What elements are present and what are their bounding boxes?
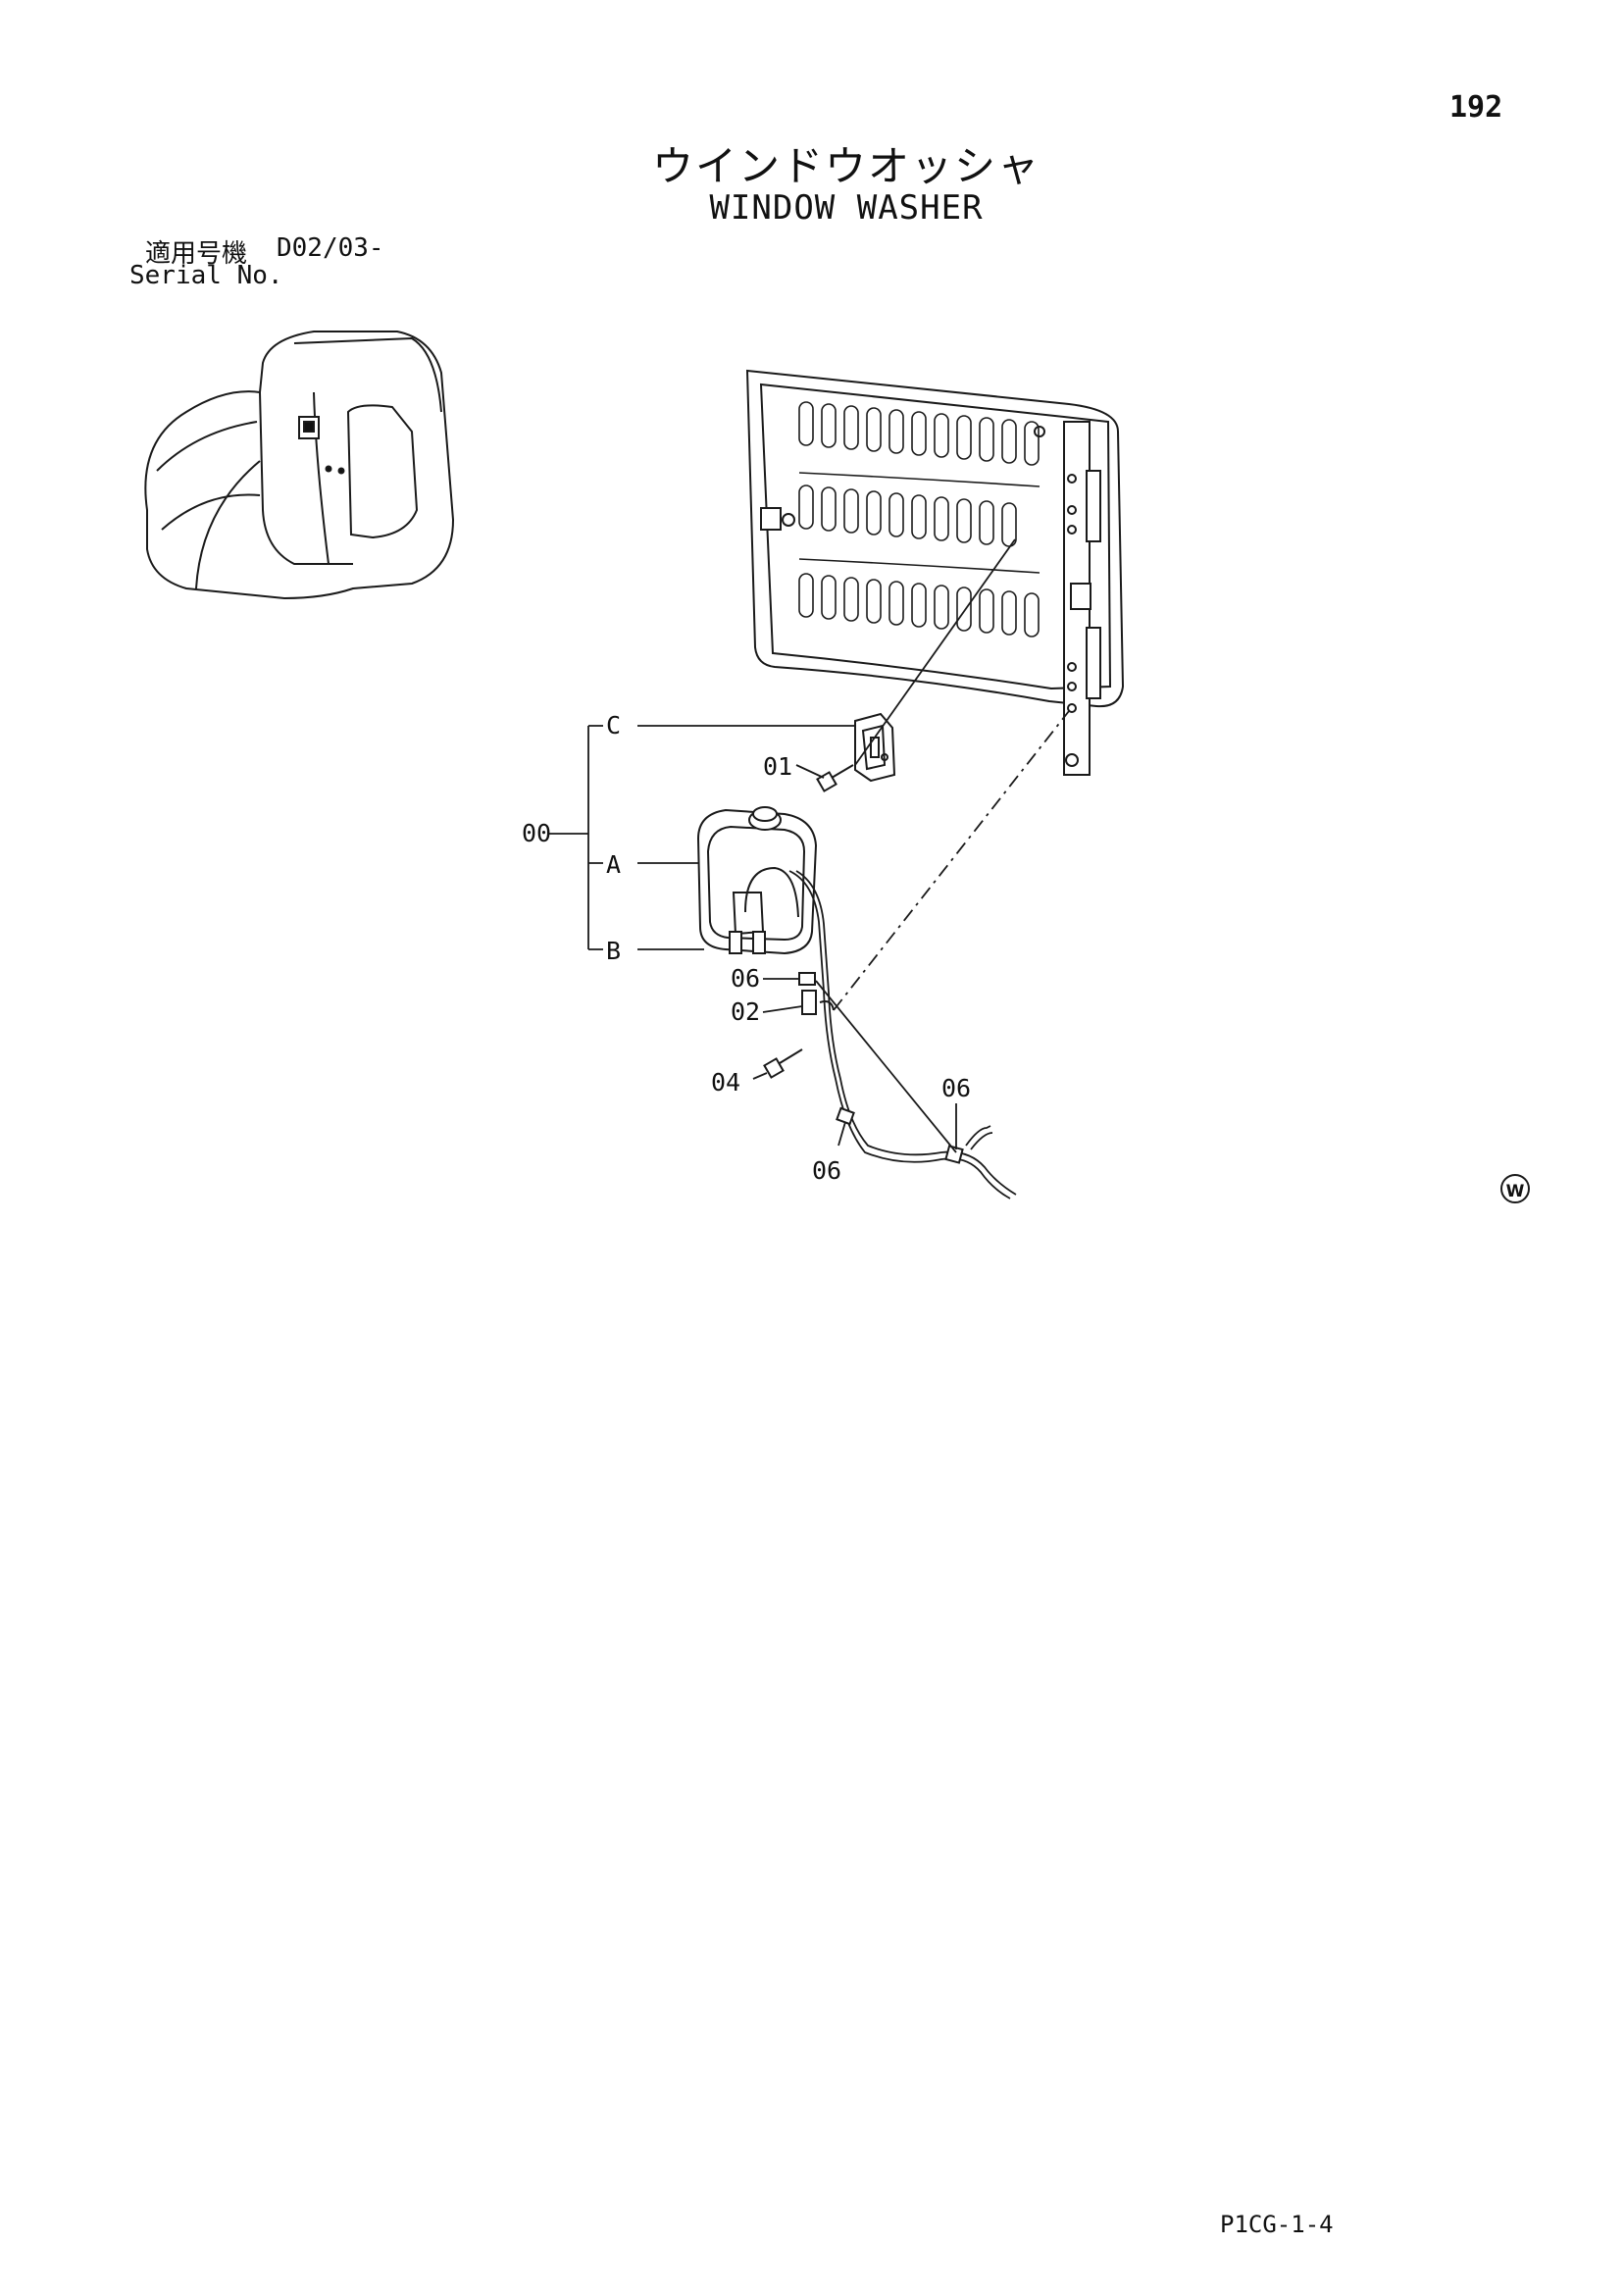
page-number: 192 <box>1449 90 1503 125</box>
w-mark-icon: W <box>1500 1174 1530 1203</box>
serial-value: D02/03- <box>277 233 384 263</box>
leader-lines <box>549 538 1070 1153</box>
callout-c: C <box>606 711 621 740</box>
bolt-part-04 <box>763 1048 803 1079</box>
serial-label-english: Serial No. <box>129 261 283 290</box>
washer-tank-part-a <box>696 806 818 955</box>
clip-part-06 <box>798 972 964 1164</box>
cab-panel-illustration <box>745 369 1125 776</box>
callout-a: A <box>606 850 621 879</box>
callout-06-upper: 06 <box>731 964 760 993</box>
svg-text:W: W <box>1506 1182 1525 1201</box>
callout-06-right: 06 <box>941 1074 971 1102</box>
callout-02: 02 <box>731 997 760 1026</box>
page-title-english: WINDOW WASHER <box>709 188 984 228</box>
callout-b: B <box>606 937 621 965</box>
bracket-part-c <box>854 712 896 783</box>
machine-overview-illustration <box>144 331 455 600</box>
footer-code: P1CG-1-4 <box>1220 2211 1334 2238</box>
washer-hose <box>788 870 1017 1199</box>
callout-04: 04 <box>711 1068 740 1097</box>
callout-06-lower: 06 <box>812 1156 841 1185</box>
callout-01: 01 <box>763 752 792 781</box>
page-title-japanese: ウインドウオッシャ <box>651 142 1040 190</box>
serial-label-japanese: 適用号機 <box>145 239 248 269</box>
callout-00: 00 <box>522 819 551 847</box>
washer-pump-part-b <box>729 866 799 954</box>
